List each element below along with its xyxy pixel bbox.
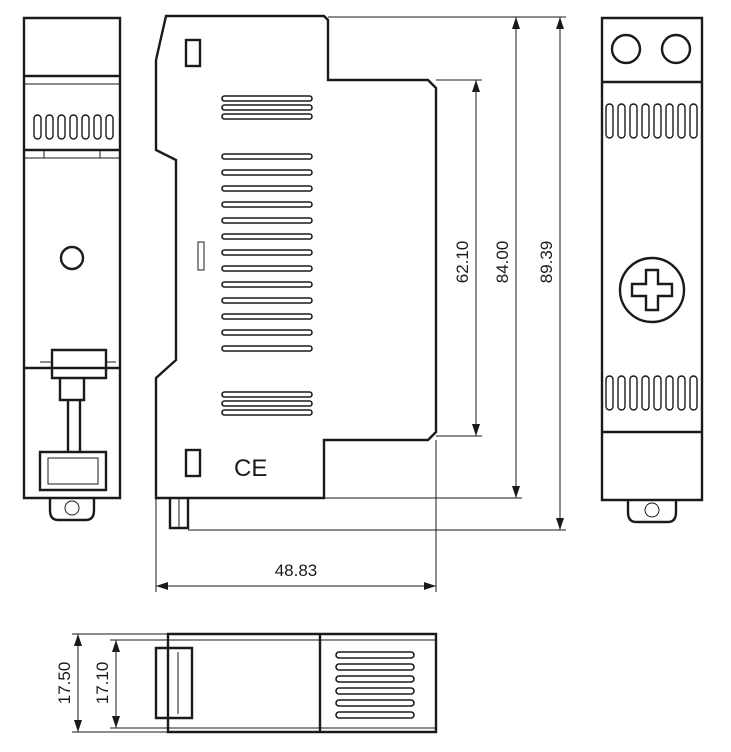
din-clip-front xyxy=(626,500,678,524)
dim-89-39: 89.39 xyxy=(537,241,556,284)
dim-84-00: 84.00 xyxy=(493,241,512,284)
potentiometer-icon xyxy=(618,256,686,324)
side-vent-slots xyxy=(221,95,313,416)
left-end-view xyxy=(22,16,122,522)
dim-17-50: 17.50 xyxy=(55,662,74,705)
dim-17-10: 17.10 xyxy=(93,662,112,705)
side-view: CE xyxy=(154,14,438,530)
vent-slots-left xyxy=(33,114,114,140)
dim-48-83: 48.83 xyxy=(275,561,318,580)
terminal-screw-2 xyxy=(660,33,692,65)
terminal-screw-1 xyxy=(610,33,642,65)
bottom-vent-slots xyxy=(335,651,415,719)
bottom-terminal-block xyxy=(154,646,194,720)
right-front-view xyxy=(600,16,704,524)
dim-62-10: 62.10 xyxy=(453,241,472,284)
led-indicator xyxy=(59,245,85,271)
front-vent-slots-top xyxy=(605,103,698,139)
bottom-view xyxy=(154,632,438,734)
bottom-terminal-window xyxy=(184,448,202,478)
top-terminal-window xyxy=(184,38,202,68)
front-vent-slots-bottom xyxy=(605,375,698,411)
din-clip-left xyxy=(38,348,116,522)
dimension-lines xyxy=(72,16,566,733)
ce-mark: CE xyxy=(234,455,267,482)
